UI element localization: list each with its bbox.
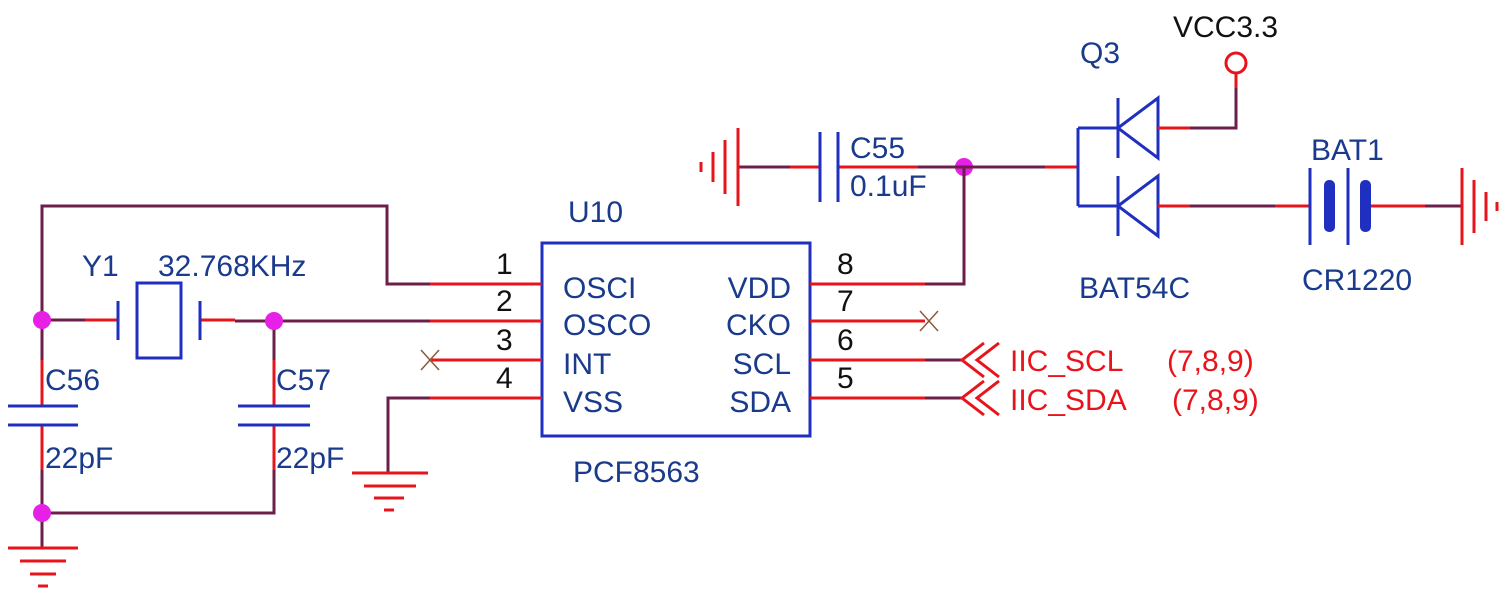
power-port-circle — [1224, 51, 1248, 75]
pin-name-sda: SDA — [729, 386, 791, 419]
junction-c56-top — [33, 311, 51, 329]
pin-number-2: 2 — [496, 285, 513, 318]
crystal-value: 32.768KHz — [158, 250, 306, 283]
junction-c57-top — [265, 312, 283, 330]
diode-part: BAT54C — [1079, 272, 1190, 305]
net-port-sda: IIC_SDA (7,8,9) — [959, 379, 1259, 417]
crystal-ref: Y1 — [82, 250, 119, 283]
net-pages-scl: (7,8,9) — [1167, 345, 1254, 378]
no-connect-int — [420, 349, 440, 371]
pin-number-1: 1 — [496, 248, 513, 281]
c57-value: 22pF — [276, 442, 344, 475]
vdd-wires — [738, 165, 1045, 286]
capacitor-c56: C56 22pF — [8, 360, 113, 475]
pin-name-osco: OSCO — [563, 309, 651, 342]
pin-number-5: 5 — [837, 362, 854, 395]
pin-name-scl: SCL — [733, 348, 791, 381]
ic-u10: U10 PCF8563 1 2 3 4 OSCI OSCO INT VSS 8 … — [430, 196, 925, 489]
c55-ref: C55 — [850, 132, 905, 165]
pin-number-8: 8 — [837, 248, 854, 281]
ground-symbol-c55 — [699, 128, 740, 206]
diode-q3: Q3 BAT54C — [1045, 37, 1190, 305]
ground-symbol-battery — [1460, 168, 1499, 245]
c56-value: 22pF — [45, 442, 113, 475]
pin-name-vss: VSS — [563, 386, 623, 419]
c55-value: 0.1uF — [850, 170, 927, 203]
pin-name-osci: OSCI — [563, 272, 636, 305]
pin-name-cko: CKO — [726, 309, 791, 342]
net-name-scl: IIC_SCL — [1010, 345, 1123, 378]
battery-plate — [1360, 180, 1371, 232]
capacitor-c57: C57 22pF — [238, 360, 344, 475]
power-port-vcc: VCC3.3 — [1173, 11, 1278, 130]
capacitor-c55: C55 0.1uF — [790, 132, 927, 203]
pin-number-4: 4 — [496, 362, 513, 395]
battery-part: CR1220 — [1302, 264, 1412, 297]
ground-symbol-vss — [352, 396, 430, 512]
c57-ref: C57 — [276, 364, 331, 397]
battery-plate — [1324, 180, 1335, 232]
net-wires-i2c — [925, 358, 962, 400]
no-connect-cko — [919, 310, 939, 332]
diode-ref: Q3 — [1080, 37, 1120, 70]
pin-number-7: 7 — [837, 285, 854, 318]
net-pages-sda: (7,8,9) — [1172, 384, 1259, 417]
crystal-y1: Y1 32.768KHz — [82, 250, 306, 360]
net-port-scl: IIC_SCL (7,8,9) — [959, 341, 1254, 379]
c56-ref: C56 — [45, 364, 100, 397]
ic-part: PCF8563 — [573, 456, 700, 489]
pin-number-6: 6 — [837, 324, 854, 357]
ic-ref: U10 — [568, 196, 623, 229]
battery-bat1: BAT1 CR1220 — [1190, 134, 1462, 297]
net-name-sda: IIC_SDA — [1010, 384, 1127, 417]
junction-gnd — [33, 504, 51, 522]
ic-body — [540, 241, 812, 438]
battery-ref: BAT1 — [1311, 134, 1384, 167]
pin-name-vdd: VDD — [728, 272, 791, 305]
vcc-label: VCC3.3 — [1173, 11, 1278, 44]
pin-name-int: INT — [563, 348, 611, 381]
ground-symbol-left — [8, 546, 78, 588]
pin-number-3: 3 — [496, 324, 513, 357]
